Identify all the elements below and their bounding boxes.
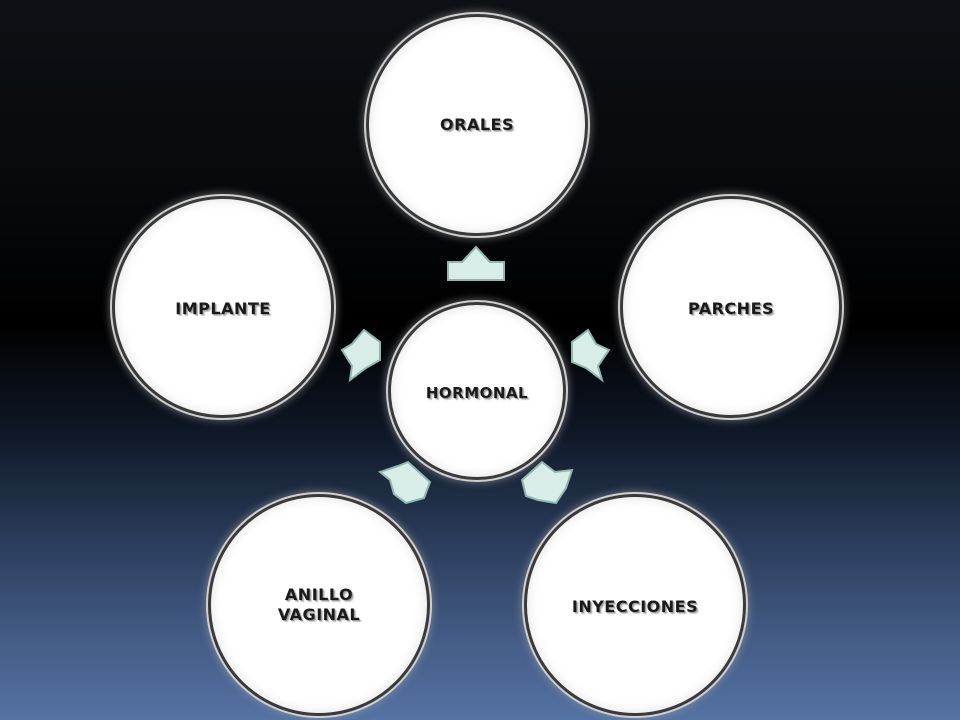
node-implante-label: IMPLANTE <box>175 299 271 318</box>
node-implante: IMPLANTE <box>112 196 334 418</box>
node-inyecciones: INYECCIONES <box>524 494 746 716</box>
center-node-label: HORMONAL <box>425 384 529 402</box>
node-inyecciones-label: INYECCIONES <box>571 597 699 616</box>
center-node-hormonal: HORMONAL <box>388 302 566 480</box>
arrow-to-anillo-vaginal <box>377 460 432 505</box>
arrow-to-inyecciones <box>520 460 574 505</box>
node-anillo-vaginal-label: ANILLO VAGINAL <box>277 585 361 624</box>
node-orales: ORALES <box>366 14 588 236</box>
arrow-to-orales <box>447 245 505 281</box>
node-orales-label: ORALES <box>440 115 514 134</box>
arrow-to-implante <box>340 328 381 383</box>
node-parches: PARCHES <box>620 196 842 418</box>
node-anillo-vaginal: ANILLO VAGINAL <box>208 494 430 716</box>
node-parches-label: PARCHES <box>687 299 775 318</box>
arrow-to-parches <box>571 328 611 383</box>
